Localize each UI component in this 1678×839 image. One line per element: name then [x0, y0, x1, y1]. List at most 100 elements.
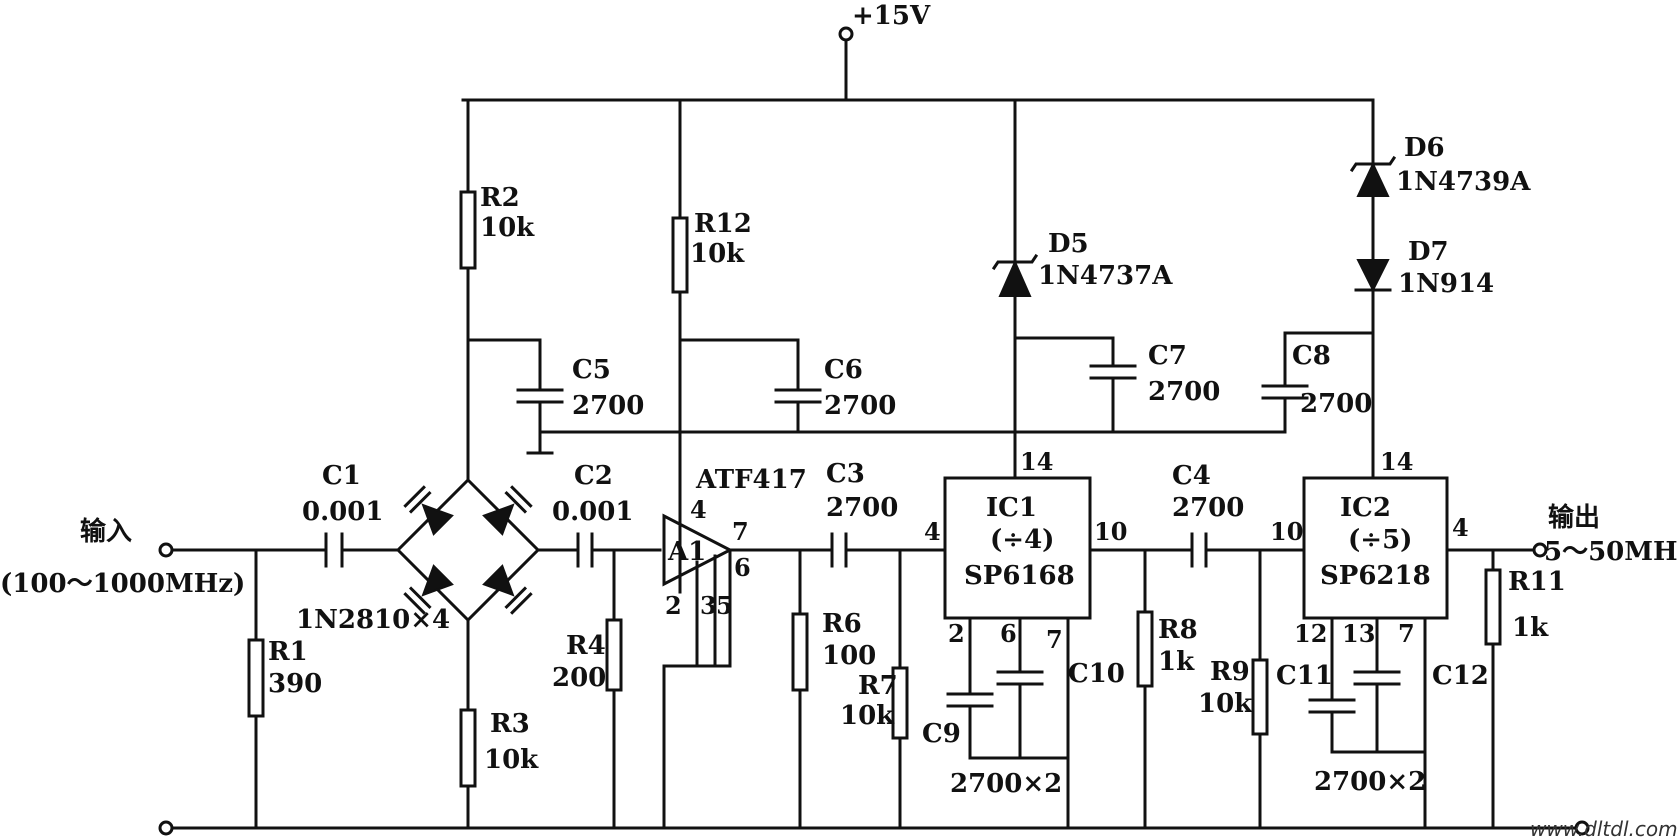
output-label: 输出 [1548, 502, 1600, 533]
resistor-r3 [459, 708, 477, 788]
r1-ref: R1 [268, 637, 308, 667]
ic2-part: SP6218 [1320, 561, 1431, 591]
resistor-r7 [891, 666, 909, 740]
resistor-r2 [459, 190, 477, 270]
c5-value: 2700 [572, 391, 644, 421]
capacitor-c7 [1089, 364, 1137, 380]
c6-value: 2700 [824, 391, 896, 421]
c8-ref: C8 [1292, 341, 1331, 371]
r11-value: 1k [1512, 613, 1549, 643]
r3-value: 10k [484, 745, 539, 775]
c10-ref: C10 [1068, 659, 1125, 689]
c11-ref: C11 [1276, 661, 1333, 691]
resistor-r8 [1136, 610, 1154, 688]
capacitor-c4 [1190, 532, 1208, 568]
d5-part: 1N4737A [1038, 261, 1173, 291]
supply-terminal [838, 26, 854, 42]
c9-ref: C9 [922, 719, 961, 749]
resistor-r12 [671, 216, 689, 294]
ic2-ref: IC2 [1340, 493, 1391, 523]
capacitor-c2 [576, 532, 594, 568]
ic1-pin-14: 14 [1020, 447, 1053, 476]
resistor-r6 [791, 612, 809, 692]
capacitor-c5 [516, 388, 564, 404]
r2-value: 10k [480, 213, 535, 243]
a1-pin-4: 4 [690, 495, 707, 524]
resistor-r11 [1484, 568, 1502, 646]
ic1-func: (÷4) [990, 525, 1054, 555]
ic2-pin-12: 12 [1294, 619, 1327, 648]
resistor-r4 [605, 618, 623, 692]
c2-value: 0.001 [552, 497, 633, 527]
a1-part: ATF417 [695, 465, 807, 495]
ic2-func: (÷5) [1348, 525, 1412, 555]
c12-ref: C12 [1432, 661, 1489, 691]
c5-ref: C5 [572, 355, 611, 385]
capacitor-c8 [1261, 384, 1309, 400]
r12-value: 10k [690, 239, 745, 269]
ic2-pin-10: 10 [1270, 517, 1303, 546]
capacitor-c3 [830, 532, 848, 568]
ic1-pin-2: 2 [948, 619, 965, 648]
resistor-r1 [247, 638, 265, 718]
c4-ref: C4 [1172, 461, 1211, 491]
c4-value: 2700 [1172, 493, 1244, 523]
c1-value: 0.001 [302, 497, 383, 527]
ic1-box [943, 476, 1092, 620]
c7-ref: C7 [1148, 341, 1187, 371]
diode-d7 [1354, 259, 1392, 293]
r2-ref: R2 [480, 183, 520, 213]
capacitor-c10 [996, 670, 1044, 686]
r1-value: 390 [268, 669, 322, 699]
ic2-pin-13: 13 [1342, 619, 1375, 648]
r6-value: 100 [822, 641, 876, 671]
c3-value: 2700 [826, 493, 898, 523]
ic2-pin-4: 4 [1452, 513, 1469, 542]
r4-ref: R4 [566, 631, 606, 661]
d7-ref: D7 [1408, 237, 1449, 267]
capacitor-c11 [1308, 698, 1356, 714]
a1-pin-7: 7 [732, 517, 749, 546]
c6-ref: C6 [824, 355, 863, 385]
wiring [170, 38, 1577, 830]
output-terminal [1532, 542, 1548, 558]
supply-label: +15V [852, 1, 931, 31]
resistor-r9 [1251, 658, 1269, 736]
ic1-pin-10: 10 [1094, 517, 1127, 546]
ic1-pin-6: 6 [1000, 619, 1017, 648]
r7-value: 10k [840, 701, 895, 731]
a1-pin-6: 6 [734, 553, 751, 582]
d5-ref: D5 [1048, 229, 1089, 259]
r4-value: 200 [552, 663, 606, 693]
r8-value: 1k [1158, 647, 1195, 677]
capacitor-c1 [324, 532, 344, 568]
r11-ref: R11 [1508, 567, 1566, 597]
d7-part: 1N914 [1398, 269, 1494, 299]
ic2-pin-14: 14 [1380, 447, 1413, 476]
r8-ref: R8 [1158, 615, 1198, 645]
input-terminal [158, 542, 174, 558]
c3-ref: C3 [826, 459, 865, 489]
ic1-pin-7: 7 [1046, 625, 1063, 654]
ic1-pin-4: 4 [924, 517, 941, 546]
capacitor-c6 [774, 388, 822, 404]
ic2-box [1302, 476, 1449, 620]
output-range-label: 5～50MHz [1544, 537, 1678, 567]
zener-diode-d5 [991, 253, 1039, 297]
amplifier-a1 [662, 513, 734, 668]
a1-pin-2: 2 [665, 591, 682, 620]
d6-part: 1N4739A [1396, 167, 1531, 197]
c9-c10-value: 2700×2 [950, 769, 1062, 799]
r3-ref: R3 [490, 709, 530, 739]
r6-ref: R6 [822, 609, 862, 639]
bridge-part: 1N2810×4 [296, 605, 450, 635]
zener-diode-d6 [1349, 155, 1397, 197]
input-label: 输入 [80, 516, 132, 547]
ic2-pin-7: 7 [1398, 619, 1415, 648]
capacitor-c12 [1353, 670, 1401, 686]
c8-value: 2700 [1300, 389, 1372, 419]
c11-c12-value: 2700×2 [1314, 767, 1426, 797]
a1-pin-5: 5 [716, 591, 733, 620]
watermark: www.dltdl.com [1530, 817, 1678, 839]
